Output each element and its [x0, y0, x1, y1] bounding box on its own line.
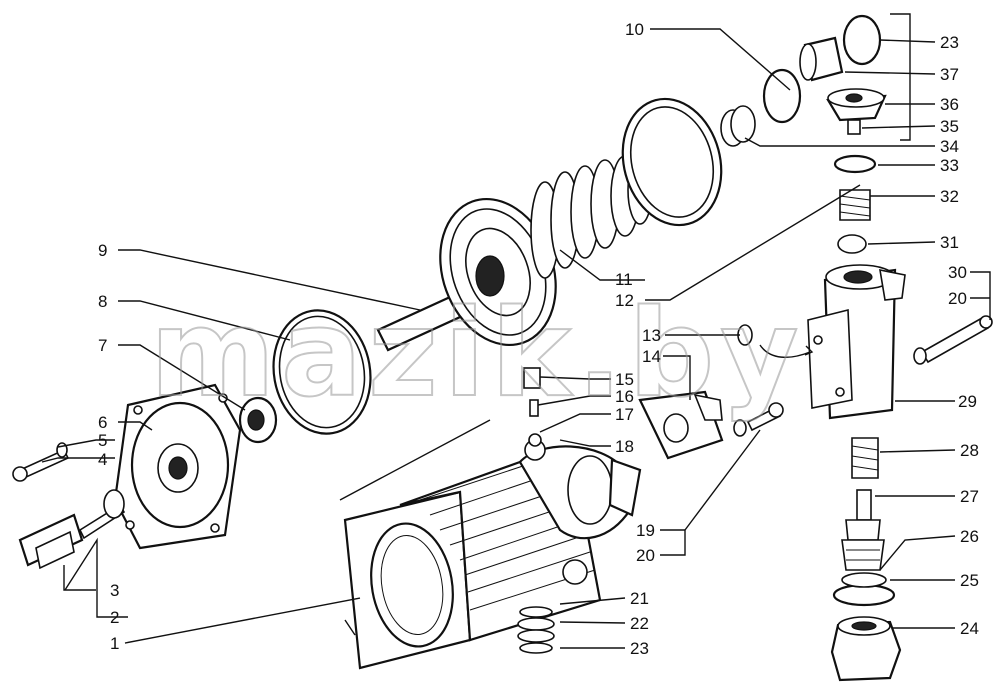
watermark-text: mazik.by: [150, 285, 805, 424]
valve-part-26: [841, 539, 885, 571]
bolt-part-19: [733, 402, 784, 437]
bushing-part-7: [238, 396, 278, 444]
callout-7: 7: [98, 336, 107, 355]
callout-25: 25: [960, 571, 979, 590]
bolt-part-30: [913, 315, 993, 365]
callout-19: 19: [636, 521, 655, 540]
bushing-part-37: [799, 14, 882, 82]
nut-part-24: [830, 616, 902, 682]
callout-1: 1: [110, 634, 119, 653]
callout-35: 35: [940, 117, 959, 136]
callout-26: 26: [960, 527, 979, 546]
callout-28: 28: [960, 441, 979, 460]
spring-part-22: [517, 606, 555, 654]
callout-20-upper: 20: [948, 289, 967, 308]
callout-10: 10: [625, 20, 644, 39]
callout-12: 12: [615, 291, 634, 310]
callout-23-lower: 23: [630, 639, 649, 658]
callout-6: 6: [98, 413, 107, 432]
callout-11: 11: [615, 270, 633, 289]
ring-part-8: [272, 309, 372, 435]
callout-21: 21: [630, 589, 649, 608]
callout-16: 16: [615, 387, 634, 406]
spring-part-32: [839, 189, 871, 221]
callout-4: 4: [98, 450, 107, 469]
callout-15: 15: [615, 370, 634, 389]
callout-33: 33: [940, 156, 959, 175]
diaphragm-part-12: [621, 97, 723, 227]
callout-34: 34: [940, 137, 959, 156]
cap-part-36: [826, 88, 887, 135]
ring-part-10: [762, 68, 802, 124]
ring-part-33: [833, 154, 877, 174]
callout-23-upper: 23: [940, 33, 959, 52]
callout-8: 8: [98, 292, 107, 311]
screw-part-15: [523, 367, 541, 389]
callout-17: 17: [615, 405, 634, 424]
callout-24: 24: [960, 619, 979, 638]
callout-18: 18: [615, 437, 634, 456]
bolt-part-4: [12, 442, 70, 482]
callout-36: 36: [940, 95, 959, 114]
callout-2: 2: [110, 608, 119, 627]
rings-part-34: [720, 105, 756, 147]
callout-22: 22: [630, 614, 649, 633]
callout-14: 14: [642, 347, 661, 366]
cap-part-31: [837, 234, 867, 254]
screw-part-16: [529, 399, 539, 417]
spring-part-28: [851, 437, 879, 479]
callout-9: 9: [98, 241, 107, 260]
callout-13: 13: [642, 326, 661, 345]
leader-lines: [41, 13, 991, 649]
callout-labels: 1 2 3 4 5 6 7 8 9 10 11 12 13 14 15 16 1…: [98, 20, 979, 658]
callout-29: 29: [958, 392, 977, 411]
housing-part-1: [343, 433, 642, 670]
piston-part-9: [376, 197, 557, 352]
valve-body-part-29: [807, 264, 906, 420]
seal-part-25: [832, 572, 896, 607]
stem-part-27: [845, 489, 881, 541]
callout-5: 5: [98, 431, 107, 450]
callout-20-lower: 20: [636, 546, 655, 565]
callout-32: 32: [940, 187, 959, 206]
callout-27: 27: [960, 487, 979, 506]
callout-37: 37: [940, 65, 959, 84]
clevis-part-3: [18, 489, 126, 570]
callout-3: 3: [110, 581, 119, 600]
callout-30: 30: [948, 263, 967, 282]
flange-part-14: [638, 390, 724, 460]
callout-31: 31: [940, 233, 959, 252]
